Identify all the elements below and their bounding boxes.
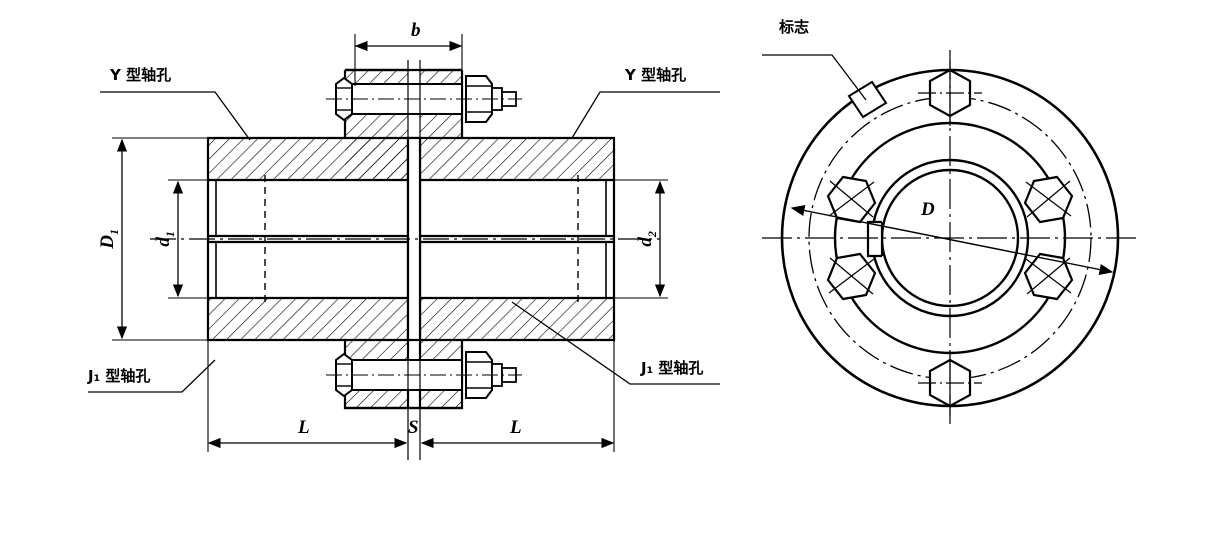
marking-leader [762,54,867,101]
label-y-bore-left: Y 型轴孔 [110,66,172,84]
dim-label-D: D [921,199,935,220]
gap-centerlines [407,60,421,460]
dimension-L-S-L [207,340,615,452]
left-hub-lower-section [206,298,408,342]
keyway [866,220,884,258]
top-bolt-assembly [326,75,522,123]
dim-label-L-right: L [510,417,522,438]
label-j1-bore-right: J₁ 型轴孔 [641,359,704,377]
dimension-d1 [168,179,250,299]
right-hub-upper-section [420,136,616,180]
dim-label-d1: d1 [153,231,177,247]
label-y-bore-right: Y 型轴孔 [625,66,687,84]
front-view-group [762,50,1140,428]
j1-bore-hidden-lines [264,175,579,302]
right-hub-lower-section [420,298,616,342]
dimension-d2 [580,179,668,299]
dimension-b [354,34,463,86]
label-j1-bore-left: J₁ 型轴孔 [88,367,151,385]
leader-lines-section [88,91,720,393]
bottom-bolt-assembly [326,351,522,399]
diameter-arrow [790,204,1114,276]
section-view-group [88,34,720,460]
label-marking: 标志 [779,18,810,36]
dim-label-S: S [408,417,419,438]
dim-label-b: b [411,20,421,41]
dim-label-d2: d2 [635,231,659,247]
dim-label-D1: D1 [97,229,121,249]
dim-label-L-left: L [298,417,310,438]
dimension-D1 [112,137,250,341]
flange-boss-edges [345,68,462,410]
center-spacer [406,136,422,410]
left-flange-upper [345,138,408,180]
